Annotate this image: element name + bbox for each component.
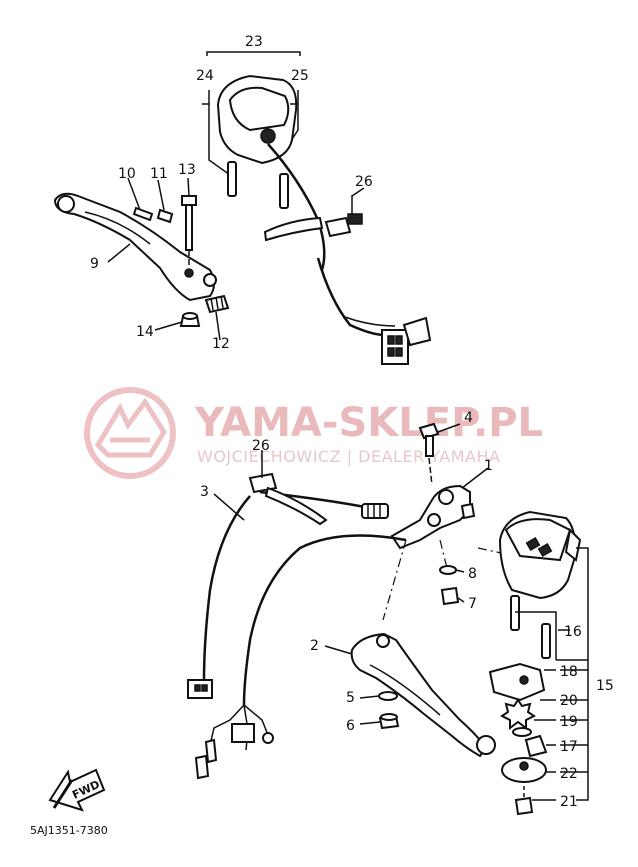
fwd-arrow: FWD	[48, 768, 106, 812]
cable-3	[202, 495, 251, 681]
washer-8	[439, 565, 457, 575]
knob-17	[524, 734, 548, 758]
screw-25	[279, 173, 289, 209]
connector-bundle	[231, 723, 255, 743]
label-11: 11	[150, 166, 168, 182]
leader-lines	[107, 103, 570, 801]
washer-19	[512, 727, 532, 737]
lever-9	[53, 192, 215, 302]
bolt-4	[418, 422, 440, 440]
washer-20	[500, 698, 536, 730]
label-6: 6	[346, 718, 355, 734]
lower-assembly	[187, 422, 589, 816]
washer-5	[378, 691, 398, 701]
switch-grommet	[260, 128, 276, 144]
label-22: 22	[560, 766, 578, 782]
cable-tie	[263, 216, 324, 242]
diagram-code: 5AJ1351-7380	[30, 824, 108, 837]
bracket-15	[576, 547, 589, 801]
watermark-title: YAMA-SKLEP.PL	[194, 400, 543, 446]
label-24: 24	[196, 68, 214, 84]
cable-main	[242, 534, 407, 706]
label-9: 9	[90, 256, 99, 272]
connector-upper	[381, 329, 409, 365]
label-8: 8	[468, 566, 477, 582]
watermark: YAMA-SKLEP.PL WOJCIECHOWICZ | DEALER YAM…	[84, 387, 543, 479]
lever-2	[350, 632, 488, 758]
part-18	[488, 662, 546, 702]
bracket-23	[206, 51, 301, 56]
label-3: 3	[200, 484, 209, 500]
label-20: 20	[560, 693, 578, 709]
cable-tie-lower	[264, 486, 328, 526]
label-26-lower: 26	[252, 438, 270, 454]
switch-cable	[267, 143, 326, 271]
label-17: 17	[560, 739, 578, 755]
washer-11	[156, 208, 174, 224]
label-19: 19	[560, 714, 578, 730]
bolt-7	[440, 586, 460, 606]
label-4: 4	[464, 410, 473, 426]
label-13: 13	[178, 162, 196, 178]
watermark-subtitle: WOJCIECHOWICZ | DEALER YAMAHA	[197, 447, 500, 466]
upper-lever-assembly	[53, 192, 230, 327]
cable-adjuster	[361, 503, 389, 519]
label-23: 23	[245, 34, 263, 50]
label-21: 21	[560, 794, 578, 810]
screw-10	[132, 206, 154, 222]
label-12: 12	[212, 336, 230, 352]
label-10: 10	[118, 166, 136, 182]
label-2: 2	[310, 638, 319, 654]
part-labels: 23 24 25 26 10 11 13 9 14 12 4 26 1 3 8 …	[90, 34, 614, 810]
label-14: 14	[136, 324, 154, 340]
label-7: 7	[468, 596, 477, 612]
screw-16b	[541, 623, 551, 659]
label-1: 1	[484, 458, 493, 474]
label-15: 15	[596, 678, 614, 694]
screw-24	[227, 161, 237, 197]
connector-26-upper	[324, 216, 352, 238]
label-26-upper: 26	[355, 174, 373, 190]
watermark-logo	[84, 387, 176, 479]
bolt-13	[181, 195, 197, 206]
label-5: 5	[346, 690, 355, 706]
screw-21	[514, 796, 534, 816]
label-16: 16	[564, 624, 582, 640]
label-18: 18	[560, 664, 578, 680]
label-25: 25	[291, 68, 309, 84]
screw-16a	[510, 595, 520, 631]
guide-line	[382, 539, 407, 621]
upper-switch-assembly	[206, 51, 432, 365]
